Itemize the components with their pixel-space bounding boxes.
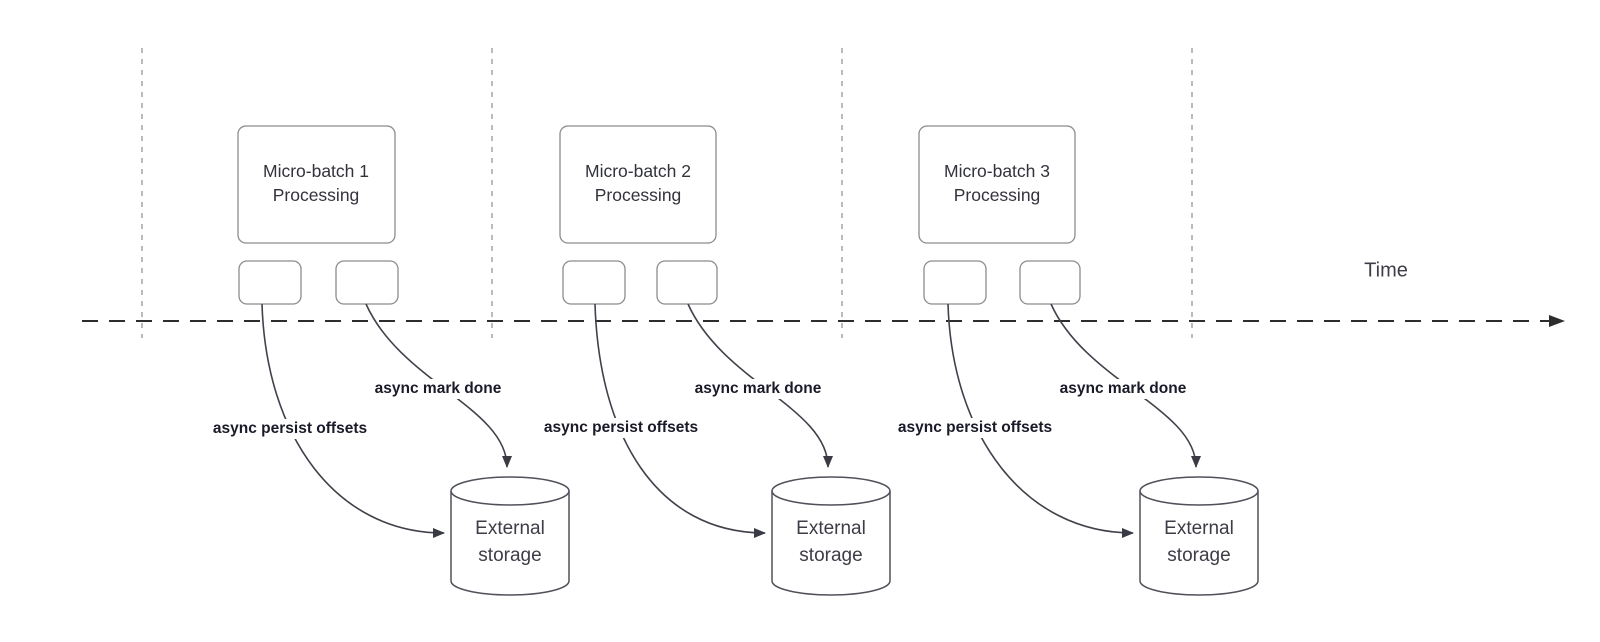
micro-batch-3-title: Micro-batch 3 Processing — [944, 159, 1050, 207]
micro-batch-1-title: Micro-batch 1 Processing — [263, 159, 369, 207]
micro-batch-2-box — [559, 125, 717, 244]
micro-batch-1-box — [237, 125, 396, 244]
external-storage-cylinder-2-lid — [771, 490, 891, 506]
micro-batch-2-title-line1: Micro-batch 2 — [584, 161, 692, 181]
micro-batch-3-box — [918, 125, 1076, 244]
external-storage-label-3-line2: storage — [1167, 545, 1231, 566]
external-storage-label-3: External storage — [1164, 515, 1234, 569]
persist-offsets-arrow-3 — [947, 303, 1134, 538]
persist-offsets-label-2: async persist offsets — [540, 418, 702, 438]
micro-batch-2-task-box-left — [562, 260, 626, 305]
external-storage-cylinder-1 — [450, 476, 570, 596]
mark-done-label-3: async mark done — [1056, 379, 1190, 399]
micro-batch-1-task-box-left — [238, 260, 302, 305]
external-storage-label-3-line1: External — [1164, 518, 1234, 539]
micro-batch-1-title-line1: Micro-batch 1 — [262, 161, 370, 181]
micro-batch-3-task-box-left — [923, 260, 987, 305]
external-storage-cylinder-2 — [771, 476, 891, 596]
external-storage-cylinder-3 — [1139, 476, 1259, 596]
micro-batch-2-task-box-right — [656, 260, 718, 305]
micro-batch-1-title-line2: Processing — [272, 185, 360, 205]
external-storage-label-1-line2: storage — [478, 545, 542, 566]
external-storage-label-2-line1: External — [796, 518, 866, 539]
micro-batch-3-title-line1: Micro-batch 3 — [943, 161, 1051, 181]
time-axis-label: Time — [1364, 259, 1408, 282]
external-storage-cylinder-3-lid — [1139, 490, 1259, 506]
external-storage-label-1: External storage — [475, 515, 545, 569]
external-storage-label-2: External storage — [796, 515, 866, 569]
mark-done-label-1: async mark done — [371, 379, 505, 399]
external-storage-cylinder-1-lid — [450, 490, 570, 506]
micro-batch-2-title: Micro-batch 2 Processing — [585, 159, 691, 207]
external-storage-label-2-line2: storage — [799, 545, 863, 566]
persist-offsets-label-1: async persist offsets — [209, 419, 371, 439]
micro-batch-2-title-line2: Processing — [594, 185, 682, 205]
mark-done-label-2: async mark done — [691, 379, 825, 399]
persist-offsets-label-3: async persist offsets — [894, 418, 1056, 438]
micro-batch-3-title-line2: Processing — [953, 185, 1041, 205]
external-storage-label-1-line1: External — [475, 518, 545, 539]
persist-offsets-arrow-2 — [594, 303, 766, 538]
micro-batch-1-task-box-right — [335, 260, 399, 305]
persist-offsets-arrow-1 — [261, 303, 445, 538]
micro-batch-3-task-box-right — [1019, 260, 1081, 305]
